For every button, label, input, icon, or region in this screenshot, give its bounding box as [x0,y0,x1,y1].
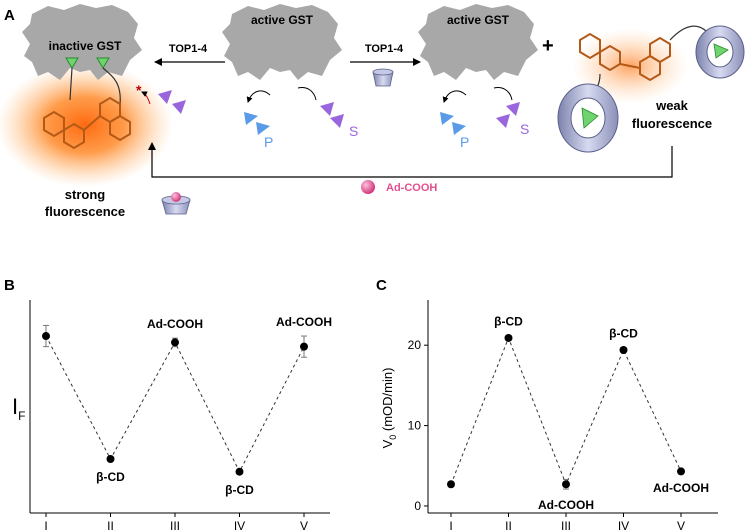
reaction-arrow [297,87,317,101]
product-triangle-icon [256,122,270,135]
point-label: Ad-COOH [538,498,594,512]
strong-fluorescence-line1: strong [65,187,106,202]
x-tick-label: I [44,519,47,532]
x-tick-label: III [561,519,571,532]
data-point [235,467,244,476]
data-point [447,480,455,489]
inhibitor-arrow-icon [96,57,110,69]
data-point [42,332,50,341]
substrate-label-2: S [520,121,529,137]
active-gst-label-2: active GST [447,13,510,27]
cyclodextrin-guest-complex-icon [161,192,191,215]
y-tick-label: 0 [414,499,421,513]
x-tick-label: V [677,519,685,532]
panel-c-ylabel: V0 (mOD/min) [380,368,398,449]
x-tick-label: IV [234,519,245,532]
adamantane-guest-icon [361,180,375,194]
data-point [504,333,513,342]
y-tick-label: 20 [408,338,422,352]
panel-c-y-ticks: 0 10 20 [408,338,428,513]
panel-b-ylabel: IF [12,394,25,423]
substrate-triangle-icon [172,100,186,114]
point-label: β-CD [225,483,254,497]
panel-a-scheme: A inactive GST * strong fluorescence TOP… [0,4,745,219]
weak-fluorescence-line2: fluorescence [632,116,712,131]
reaction-arrow [493,87,513,101]
x-tick-label: III [170,519,180,532]
panel-b-plot: β-CD Ad-COOH β-CD Ad-COOH [42,315,332,497]
strong-fluorescence-glow [0,63,173,187]
substrate-triangle-icon [506,102,520,116]
weak-fluorescence-line1: weak [655,98,689,113]
inactive-gst-label: inactive GST [49,39,122,53]
series-line [45,335,305,473]
arrow-right-label: TOP1-4 [365,43,404,55]
data-point [171,338,179,347]
blocked-arrow [141,91,151,105]
return-arrow [148,142,673,178]
data-point [619,346,628,355]
linker-line [69,67,73,101]
x-tick-label: II [505,519,512,532]
cyclodextrin-host-icon [695,25,745,79]
panel-c-letter: C [376,277,387,294]
arrow-left-label: TOP1-4 [169,43,208,55]
point-label: Ad-COOH [276,315,332,329]
point-label: β-CD [609,327,638,341]
x-tick-label: V [300,519,308,532]
point-label: Ad-COOH [147,317,203,331]
product-label-2: P [460,134,469,150]
point-label: β-CD [494,315,523,329]
plus-sign: + [542,35,554,57]
cyclodextrin-icon [372,68,394,87]
data-point [562,480,570,489]
reaction-arrow [442,90,467,103]
substrate-triangle-icon [158,90,172,104]
linker-line [102,67,121,106]
fluorophore-molecule-icon [579,32,671,82]
point-label: Ad-COOH [653,481,709,495]
reaction-arrow [246,90,271,103]
product-triangle-icon [452,122,466,135]
product-triangle-icon [440,112,454,125]
x-tick-label: I [449,519,452,532]
strong-fluorescence-line2: fluorescence [45,204,125,219]
substrate-triangle-icon [330,114,344,128]
inhibitor-arrow-icon [65,57,79,69]
data-point [300,342,308,351]
x-tick-label: II [107,519,114,532]
panel-b-letter: B [4,277,15,294]
active-gst-label-1: active GST [251,13,314,27]
blocked-mark: * [136,82,142,98]
panel-a-letter: A [4,7,15,24]
series-line [450,336,682,486]
panel-c-plot: β-CD Ad-COOH β-CD Ad-COOH [447,315,709,512]
point-label: β-CD [96,470,125,484]
product-label-1: P [264,134,273,150]
product-triangle-icon [244,112,258,125]
y-tick-label: 10 [408,419,422,433]
data-point [677,467,685,476]
active-gst-enzyme-1 [222,4,342,80]
active-gst-enzyme-2 [418,4,538,80]
data-point [106,455,115,463]
substrate-label-1: S [349,123,358,139]
substrate-triangle-icon [320,102,334,116]
x-tick-label: IV [618,519,629,532]
guest-label: Ad-COOH [386,182,437,194]
cyclodextrin-host-icon [557,83,619,153]
fluorophore-molecule-icon [43,96,131,150]
inactive-gst-enzyme [22,4,142,80]
substrate-triangle-icon [496,114,510,128]
